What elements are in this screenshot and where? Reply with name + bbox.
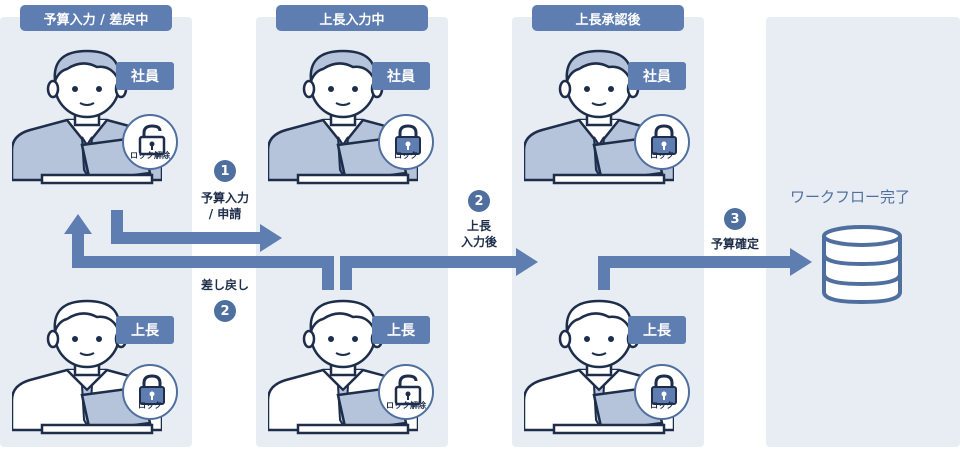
lock-label: ロック (138, 401, 162, 410)
step-number-2-back: 2 (214, 300, 236, 322)
arrow-manager-forward (340, 256, 518, 290)
lock-label: ロック (650, 401, 674, 410)
lock-badge: ロック (122, 364, 178, 420)
arrow-finalize-head (790, 248, 812, 276)
step-label-finalize: 予算確定 (710, 237, 759, 251)
database-icon (822, 225, 902, 305)
column-tab-input: 予算入力 / 差戻中 (20, 5, 172, 31)
lock-label: ロック (650, 151, 674, 160)
step-label-submit-line2: / 申請 (208, 207, 242, 221)
step-label-manager-input-line1: 上長 (466, 219, 491, 233)
lock-badge: ロック解除 (122, 114, 178, 170)
arrow-manager-forward-head (516, 248, 538, 276)
step-label-sendback: 差し戻し (200, 278, 249, 292)
column-tab-manager-approved: 上長承認後 (532, 5, 684, 31)
lock-badge: ロック (634, 364, 690, 420)
step-number-1: 1 (214, 160, 236, 182)
arrow-sendback-head (64, 214, 92, 234)
step-label-manager-input: 上長 入力後 (446, 218, 512, 250)
lock-label: ロック解除 (386, 401, 426, 410)
role-badge-manager: 上長 (628, 316, 686, 344)
role-badge-employee: 社員 (116, 62, 174, 90)
step-number-2-forward: 2 (468, 190, 490, 212)
workflow-done-label: ワークフロー完了 (790, 188, 911, 206)
column-tab-manager-input: 上長入力中 (276, 5, 428, 31)
lock-badge: ロック解除 (378, 364, 434, 420)
lock-badge: ロック (378, 114, 434, 170)
lock-label: ロック (394, 151, 418, 160)
arrow-sendback (72, 232, 334, 290)
step-label-submit-line1: 予算入力 (200, 191, 249, 205)
arrow-finalize (598, 256, 792, 290)
lock-badge: ロック (634, 114, 690, 170)
lock-label: ロック解除 (130, 151, 170, 160)
step-label-manager-input-line2: 入力後 (460, 235, 497, 249)
step-label-submit: 予算入力 / 申請 (192, 190, 258, 222)
step-number-3: 3 (724, 208, 746, 230)
role-badge-employee: 社員 (628, 62, 686, 90)
role-badge-employee: 社員 (372, 62, 430, 90)
role-badge-manager: 上長 (372, 316, 430, 344)
arrow-submit (111, 210, 262, 244)
role-badge-manager: 上長 (116, 316, 174, 344)
arrow-submit-head (260, 224, 282, 252)
